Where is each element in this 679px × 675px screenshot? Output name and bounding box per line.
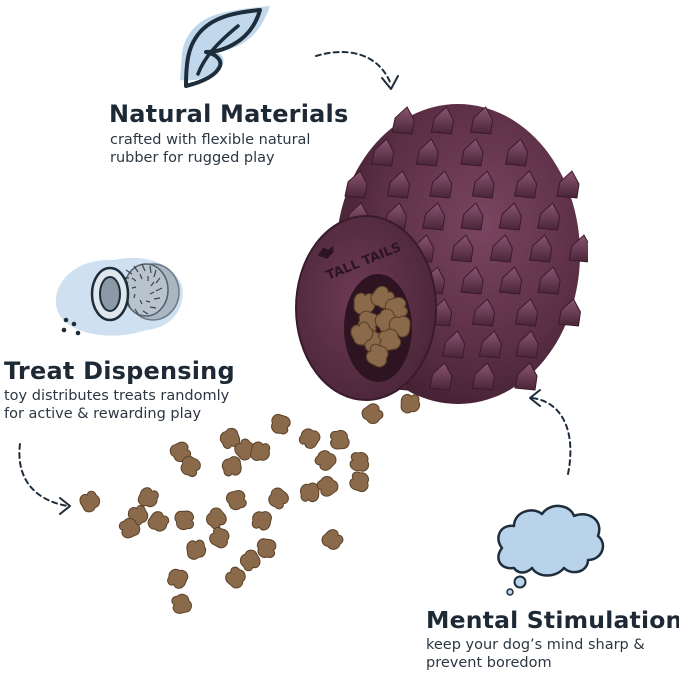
kibble-piece xyxy=(180,455,201,477)
dashed-arrow-icon xyxy=(312,44,404,96)
kibble-piece xyxy=(316,475,339,497)
kibble-piece xyxy=(209,527,230,549)
dashed-arrow-icon xyxy=(12,440,76,518)
mental-stimulation-line1: keep your dog’s mind sharp & xyxy=(426,637,645,653)
natural-materials-line1: crafted with flexible natural xyxy=(110,132,311,148)
kibble-piece xyxy=(137,487,159,508)
toy-spike xyxy=(557,298,581,327)
kibble-piece xyxy=(251,511,272,531)
dashed-arrow-icon xyxy=(524,384,580,480)
kibble-piece xyxy=(225,566,246,589)
toy-spike xyxy=(514,298,538,327)
toy-spike xyxy=(430,106,454,135)
kibble-piece xyxy=(400,393,421,414)
natural-materials-line2: rubber for rugged play xyxy=(110,150,275,166)
kibble-piece xyxy=(256,538,277,558)
toy-spike xyxy=(429,362,453,391)
toy-spike xyxy=(537,266,561,295)
pinecone-toy: TALL TAILS xyxy=(292,94,588,414)
toy-spike xyxy=(505,138,529,167)
toy-spike xyxy=(471,298,496,327)
toy-spike xyxy=(470,106,494,135)
kibble-piece xyxy=(221,456,242,477)
toy-spike xyxy=(514,362,538,391)
kibble-piece xyxy=(300,482,320,503)
kibble-piece xyxy=(79,490,101,513)
kibble-piece xyxy=(234,438,255,461)
toy-spike xyxy=(460,202,484,231)
toy-spike xyxy=(513,170,538,199)
kibble-piece xyxy=(225,490,247,511)
toy-spike xyxy=(371,138,395,167)
toy-spike xyxy=(460,266,484,295)
treat-dispensing-title: Treat Dispensing xyxy=(4,357,235,385)
toy-spike xyxy=(429,170,453,199)
kibble-piece xyxy=(118,517,141,539)
mental-stimulation-title: Mental Stimulation xyxy=(426,606,679,634)
toy-spike xyxy=(489,234,513,263)
treat-dispensing-line2: for active & rewarding play xyxy=(4,406,202,422)
kibble-piece xyxy=(350,321,374,346)
kibble-scatter xyxy=(70,390,430,620)
kibble-piece xyxy=(171,593,192,614)
toy-spike xyxy=(415,138,439,167)
kibble-piece xyxy=(186,539,207,560)
kibble-piece xyxy=(361,403,384,425)
toy-spike xyxy=(386,170,410,199)
kibble-piece xyxy=(219,427,241,449)
treat-dispensing-line1: toy distributes treats randomly xyxy=(4,388,230,404)
toy-spike xyxy=(498,202,522,231)
kibble-piece xyxy=(167,568,189,589)
kibble-piece xyxy=(298,428,321,449)
toy-spike xyxy=(471,362,495,391)
toy-spike xyxy=(568,234,588,263)
leaf-icon xyxy=(176,4,282,96)
kibble-piece xyxy=(349,452,370,472)
kibble-piece xyxy=(329,429,350,450)
toy-spike xyxy=(537,202,561,231)
toy-spike xyxy=(471,170,495,199)
kibble-piece xyxy=(365,343,389,368)
kibble-piece xyxy=(349,471,369,492)
kibble-piece xyxy=(321,529,344,550)
thought-bubble-icon xyxy=(492,498,610,598)
toy-spike xyxy=(391,106,415,135)
natural-materials-title: Natural Materials xyxy=(109,100,349,128)
toy-spike xyxy=(450,234,474,263)
kibble-piece xyxy=(378,328,402,351)
kibble-piece xyxy=(239,549,261,572)
kibble-piece xyxy=(206,507,227,530)
toy-spike xyxy=(478,330,502,359)
toy-spike xyxy=(442,330,466,359)
kibble-piece xyxy=(271,414,291,435)
toy-spike xyxy=(498,266,523,295)
kibble-piece xyxy=(174,510,195,531)
kibble-piece xyxy=(268,487,289,510)
toy-spike xyxy=(515,330,539,359)
toy-spike xyxy=(344,170,368,199)
toy-spike xyxy=(422,202,446,231)
kibble-piece xyxy=(250,441,271,461)
toy-spike xyxy=(556,170,580,199)
toy-spike xyxy=(460,138,484,167)
kibble-piece xyxy=(147,511,170,532)
toy-dispenser-icon xyxy=(48,250,188,342)
kibble-piece xyxy=(314,450,337,471)
toy-spike xyxy=(529,234,553,263)
mental-stimulation-line2: prevent boredom xyxy=(426,655,552,671)
